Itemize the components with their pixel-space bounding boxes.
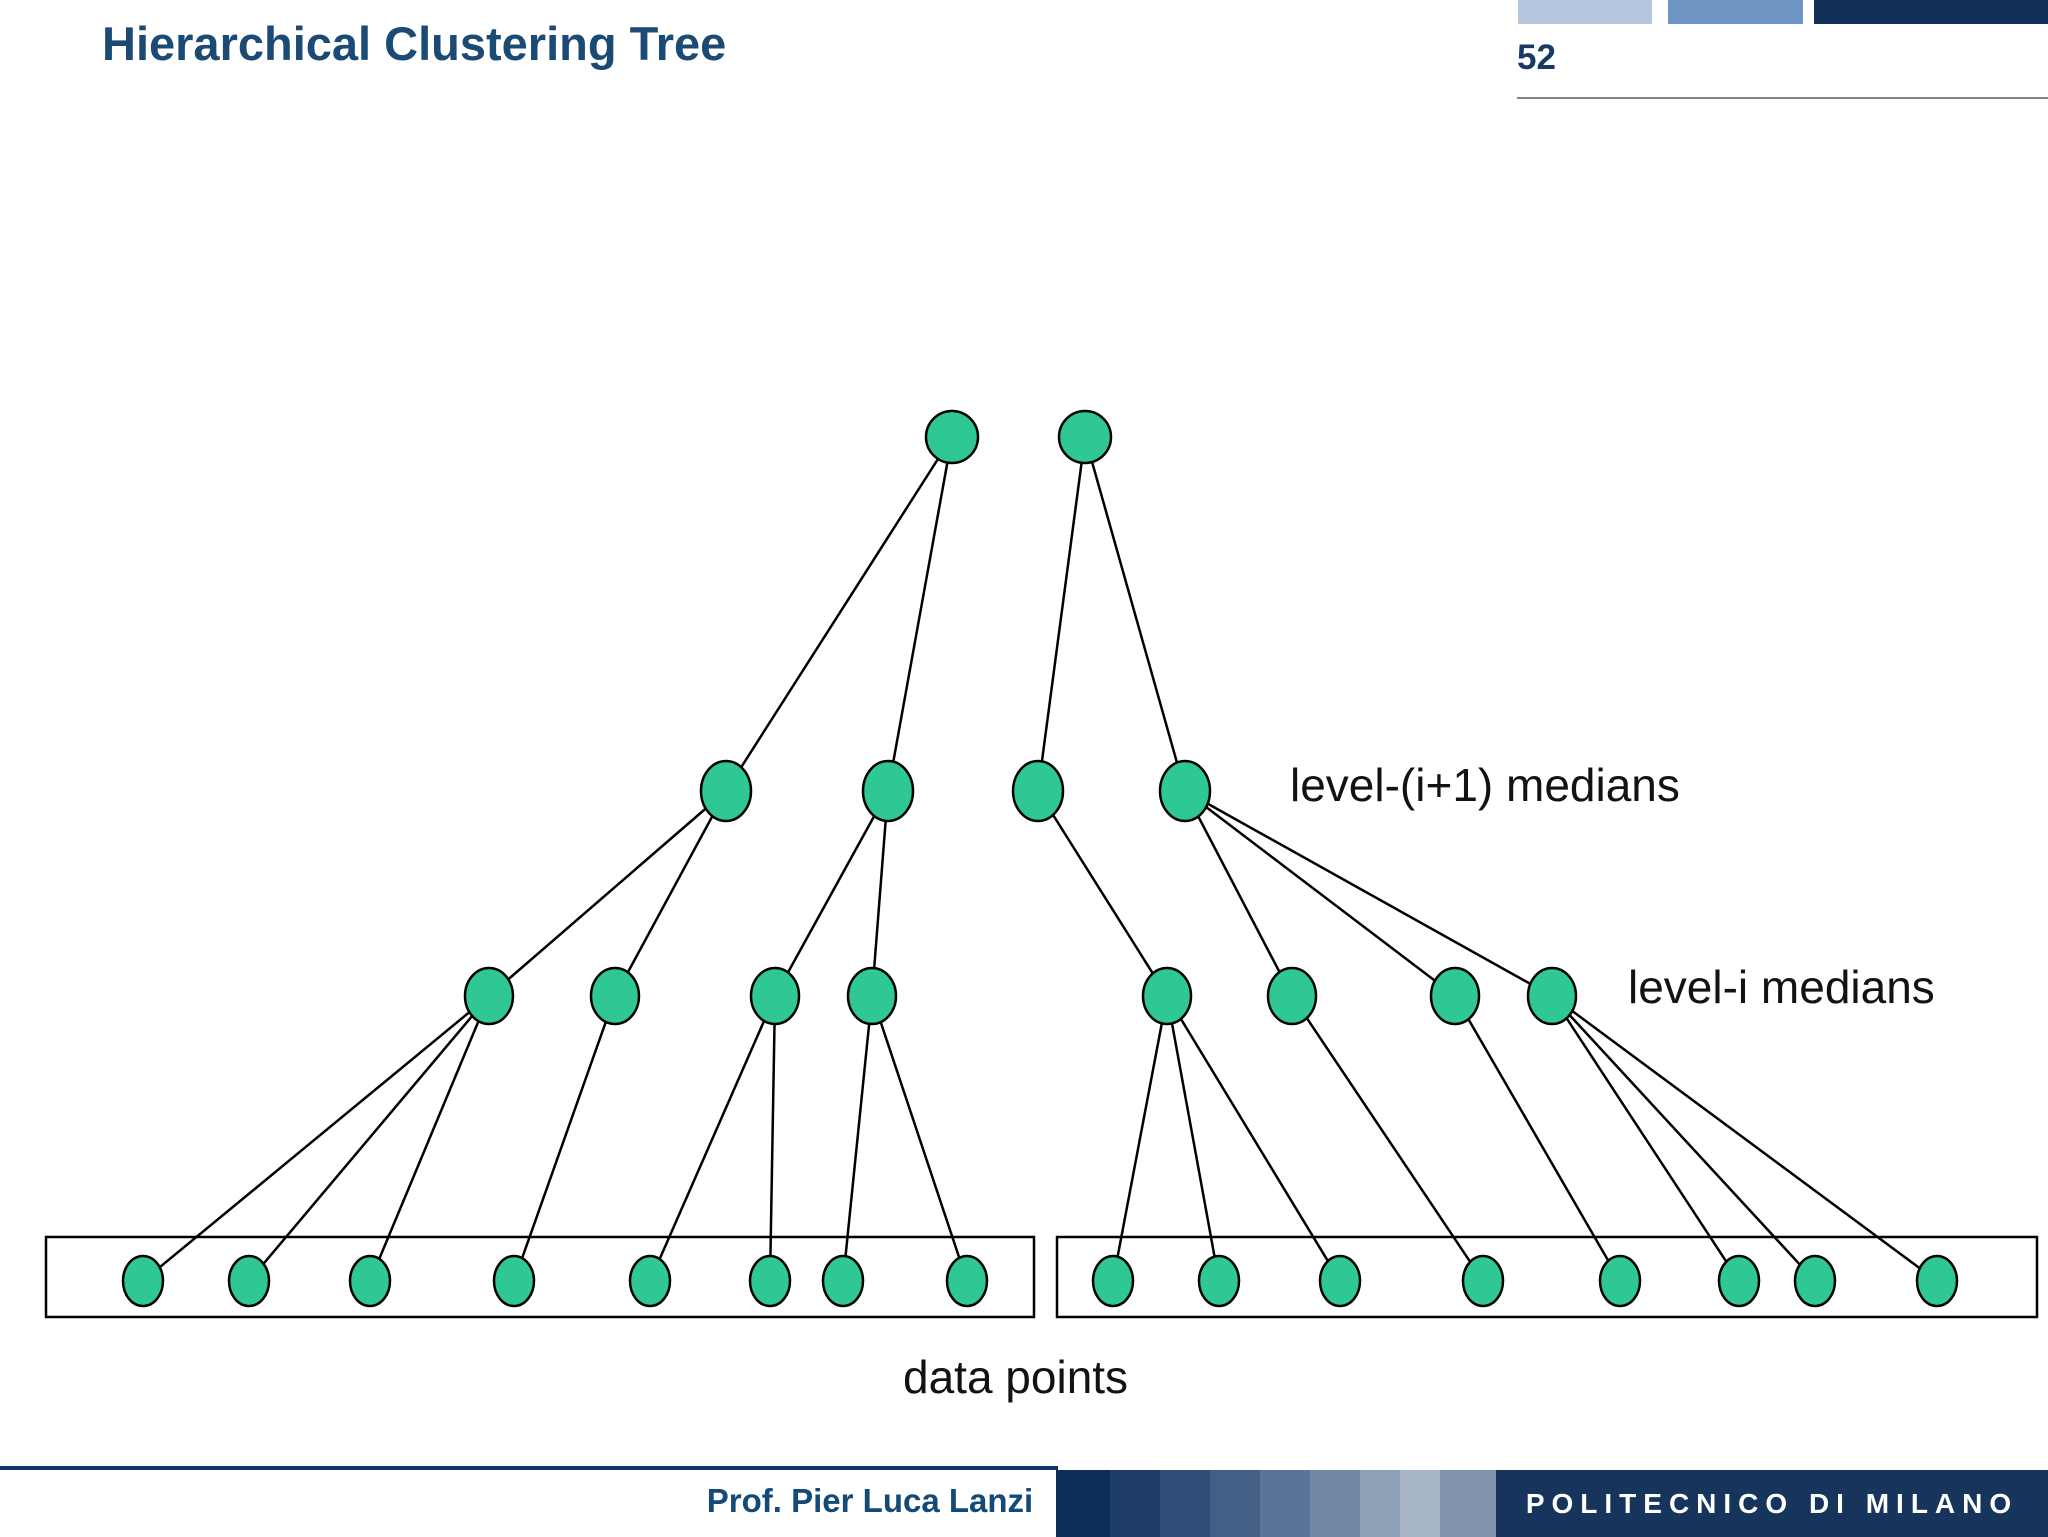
tree-node-level-(i+1)-median <box>861 759 915 823</box>
tree-edge <box>1550 995 1741 1282</box>
tree-node-level-i-median <box>1266 966 1318 1026</box>
footer-gradient-bar <box>1056 1470 1110 1537</box>
tree-edge <box>1551 995 1816 1282</box>
tree-edge <box>870 995 969 1282</box>
tree-node-level-(i+1)-median <box>1011 759 1065 823</box>
tree-edge <box>512 995 617 1282</box>
label-level-i-medians: level-i medians <box>1628 961 1935 1013</box>
tree-edge <box>1184 790 1456 997</box>
label-level-i-plus-1-medians: level-(i+1) medians <box>1290 759 1680 811</box>
tree-edge <box>870 790 890 997</box>
header-decor-bar-medium <box>1668 0 1803 24</box>
tree-node-data-point <box>748 1254 792 1308</box>
tree-node-level-i-median <box>1141 966 1193 1026</box>
header-decor-bar-light <box>1518 0 1652 24</box>
tree-edge <box>142 995 490 1282</box>
tree-node-level-i-median <box>463 966 515 1026</box>
tree-edge <box>1165 995 1342 1282</box>
tree-node-data-point <box>1197 1254 1241 1308</box>
page-number: 52 <box>1517 38 1556 77</box>
tree-node-data-point <box>1793 1254 1837 1308</box>
tree-node-data-point <box>227 1254 271 1308</box>
tree-edge <box>1036 436 1087 792</box>
header-rule <box>1517 97 2048 99</box>
tree-edge <box>1183 790 1294 997</box>
tree-edge <box>1453 995 1622 1282</box>
tree-node-level-i-median <box>589 966 641 1026</box>
tree-edge <box>1551 994 1938 1283</box>
tree-node-level-i-median <box>1526 966 1578 1026</box>
tree-node-data-point <box>121 1254 165 1308</box>
header-decor-bar-dark <box>1814 0 2048 24</box>
label-data-points: data points <box>903 1351 1129 1403</box>
tree-node-root <box>924 409 980 465</box>
tree-edge <box>1290 995 1485 1282</box>
footer-gradient-bar <box>1210 1470 1260 1537</box>
institution-banner: POLITECNICO DI MILANO <box>1496 1470 2048 1537</box>
tree-node-data-point <box>348 1254 392 1308</box>
tree-edge <box>1111 995 1169 1282</box>
footer-gradient-bar <box>1440 1470 1496 1537</box>
footer-gradient-bar <box>1160 1470 1210 1537</box>
tree-edge <box>724 436 954 792</box>
tree-edge <box>648 995 777 1282</box>
tree-edge <box>1184 789 1553 998</box>
tree-node-data-point <box>628 1254 672 1308</box>
tree-node-data-point <box>1461 1254 1505 1308</box>
tree-node-data-point <box>492 1254 536 1308</box>
tree-edge <box>248 995 490 1282</box>
tree-node-data-point <box>821 1254 865 1308</box>
tree-node-data-point <box>945 1254 989 1308</box>
page-title: Hierarchical Clustering Tree <box>102 17 727 70</box>
tree-node-root <box>1057 409 1113 465</box>
tree-edge <box>1083 436 1187 792</box>
footer-rule <box>0 1466 1058 1470</box>
tree-node-data-point <box>1091 1254 1135 1308</box>
tree-edge <box>1165 995 1221 1282</box>
tree-edge <box>368 995 491 1282</box>
footer-author: Prof. Pier Luca Lanzi <box>706 1482 1034 1519</box>
tree-node-level-i-median <box>749 966 801 1026</box>
tree-edge <box>768 995 777 1282</box>
cluster-box <box>44 1235 1036 1319</box>
footer-gradient-bar <box>1310 1470 1360 1537</box>
tree-node-data-point <box>1318 1254 1362 1308</box>
footer-gradient-bar <box>1260 1470 1310 1537</box>
tree-node-level-(i+1)-median <box>1158 759 1212 823</box>
tree-node-level-i-median <box>1429 966 1481 1026</box>
institution-name: POLITECNICO DI MILANO <box>1525 1487 2019 1519</box>
tree-node-data-point <box>1598 1254 1642 1308</box>
tree-node-level-(i+1)-median <box>699 759 753 823</box>
tree-node-data-point <box>1915 1254 1959 1308</box>
tree-edge <box>613 790 728 997</box>
tree-edge <box>841 995 874 1282</box>
footer-gradient-bar <box>1400 1470 1440 1537</box>
footer-gradient-bar <box>1360 1470 1400 1537</box>
footer-gradient-bar <box>1110 1470 1160 1537</box>
tree-node-level-i-median <box>846 966 898 1026</box>
tree-edge <box>488 790 727 997</box>
footer-gradient-bars <box>1056 1470 1496 1537</box>
tree-node-data-point <box>1717 1254 1761 1308</box>
tree-edge <box>773 790 890 997</box>
tree-edge <box>886 436 954 792</box>
tree-edge <box>1036 790 1169 997</box>
